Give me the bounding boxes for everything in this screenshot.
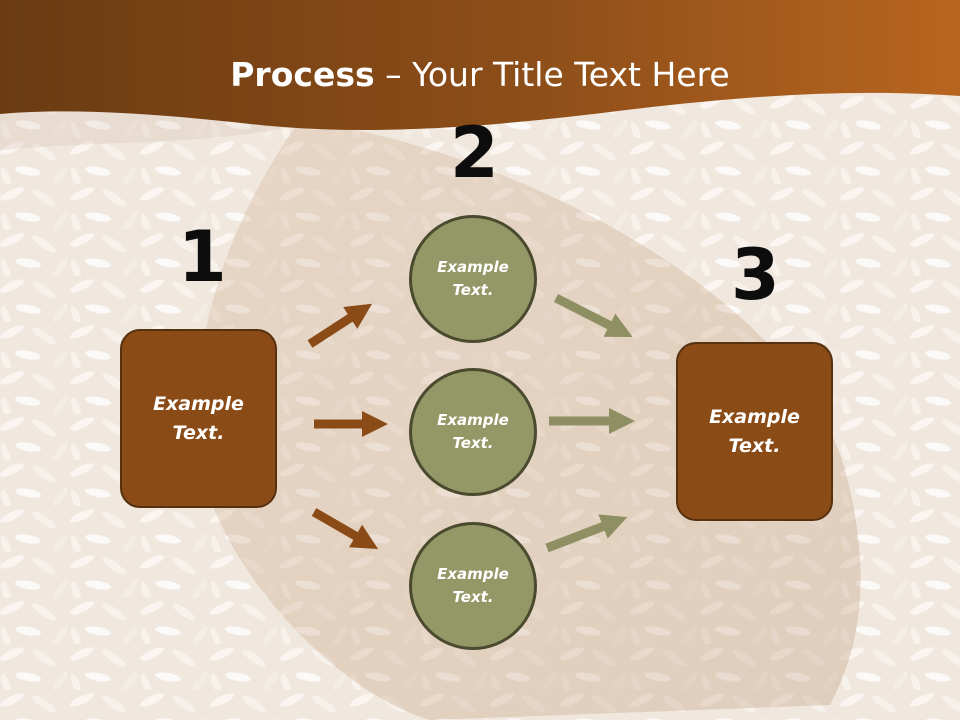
step-number-3: 3 <box>731 234 780 316</box>
step-circle-top: Example Text. <box>409 215 537 343</box>
step-number-1: 1 <box>178 216 227 298</box>
arrow-left-to-middle <box>314 411 388 437</box>
arrow-middle-to-right <box>549 408 635 434</box>
step-circle-top-label: Example Text. <box>437 258 509 299</box>
step-circle-middle-label: Example Text. <box>437 411 509 452</box>
title-bold: Process <box>230 55 375 94</box>
arrow-top-to-right <box>553 293 633 338</box>
step-box-left: Example Text. <box>120 329 277 508</box>
step-number-2: 2 <box>450 112 499 194</box>
arrow-bottom-to-right <box>545 514 628 553</box>
step-circle-bottom-label: Example Text. <box>437 565 509 606</box>
step-box-right: Example Text. <box>676 342 833 521</box>
slide-title: Process – Your Title Text Here <box>0 52 960 98</box>
title-rest: – Your Title Text Here <box>374 55 730 94</box>
arrow-left-to-top <box>307 303 373 348</box>
arrow-left-to-bottom <box>311 508 379 549</box>
step-box-right-label: Example Text. <box>709 405 800 457</box>
step-circle-bottom: Example Text. <box>409 522 537 650</box>
step-box-left-label: Example Text. <box>153 392 244 444</box>
step-circle-middle: Example Text. <box>409 368 537 496</box>
